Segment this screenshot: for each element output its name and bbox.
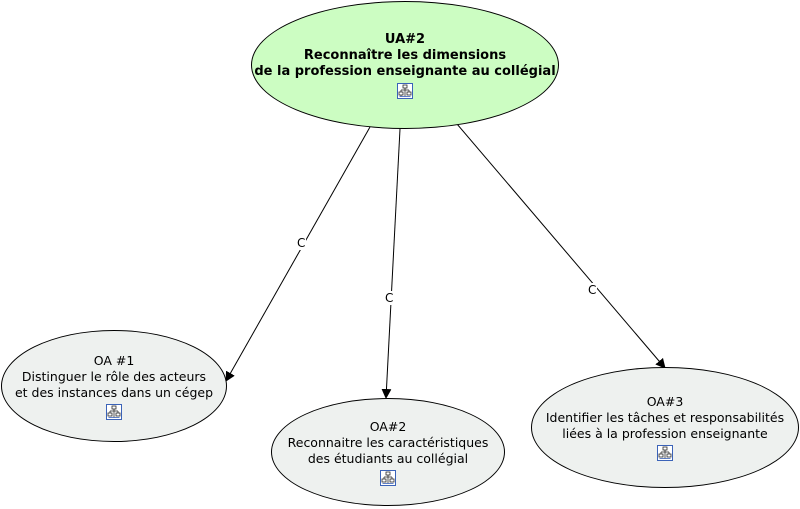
concept-map-icon[interactable]	[657, 445, 673, 461]
link-label-oa2: C	[384, 291, 395, 305]
link-line-oa3[interactable]	[456, 123, 666, 369]
oa3-line2: liées à la profession enseignante	[562, 426, 768, 441]
oa2-line1: Reconnaitre les caractéristiques	[287, 434, 489, 450]
oa1-line1: Distinguer le rôle des acteurs	[21, 368, 207, 384]
oa2-line2: des étudiants au collégial	[307, 450, 469, 466]
root-line2: de la profession enseignante au collégia…	[254, 63, 556, 79]
concept-map-icon[interactable]	[397, 82, 413, 99]
root-line1: Reconnaître les dimensions	[303, 47, 507, 63]
link-line-oa1[interactable]	[225, 126, 371, 382]
concept-map-icon[interactable]	[106, 403, 122, 420]
link-label-oa1: C	[296, 236, 307, 250]
concept-map-icon[interactable]	[380, 469, 396, 486]
child-concept-oa3[interactable]: OA#3 Identifier les tâches et responsabi…	[531, 367, 799, 488]
oa1-title: OA #1	[93, 352, 135, 368]
oa3-title: OA#3	[646, 394, 684, 409]
root-title: UA#2	[384, 31, 426, 47]
child-concept-oa2[interactable]: OA#2 Reconnaitre les caractéristiques de…	[271, 398, 505, 506]
oa2-title: OA#2	[369, 418, 407, 434]
link-label-oa3: C	[587, 283, 598, 297]
link-line-oa2[interactable]	[381, 128, 401, 399]
root-concept-ua2[interactable]: UA#2 Reconnaître les dimensions de la pr…	[251, 1, 559, 129]
oa3-line1: Identifier les tâches et responsabilités	[545, 410, 785, 425]
child-concept-oa1[interactable]: OA #1 Distinguer le rôle des acteurs et …	[1, 330, 227, 442]
oa1-line2: et des instances dans un cégep	[14, 384, 214, 400]
